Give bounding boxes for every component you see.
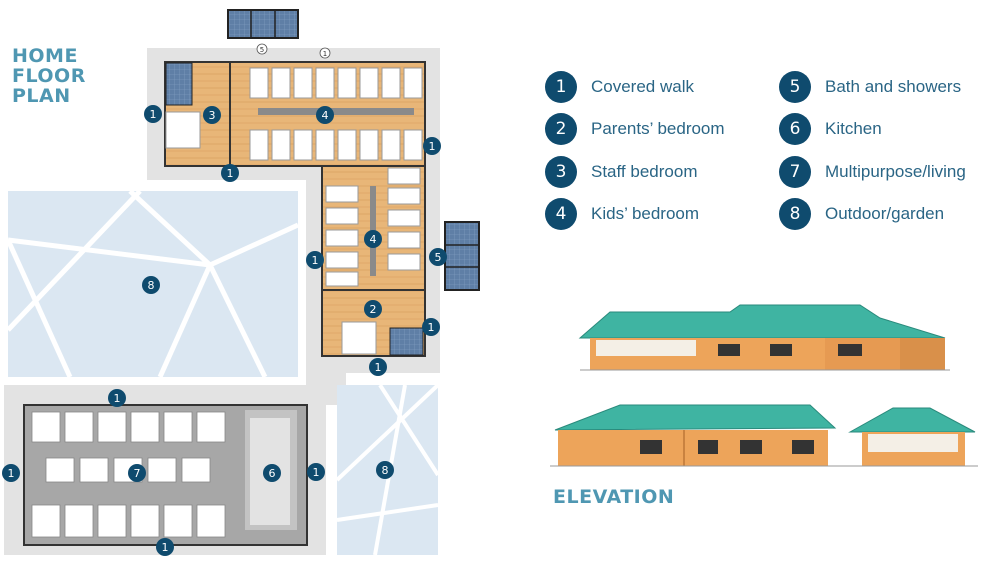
marker-garden-left: 8 (142, 276, 160, 294)
svg-text:1: 1 (227, 167, 234, 180)
legend-number: 7 (779, 156, 811, 188)
marker-walk-left: 1 (144, 105, 162, 123)
title-line-plan: PLAN (12, 85, 71, 107)
marker-kitchen: 6 (263, 464, 281, 482)
legend-label: Outdoor/garden (825, 204, 945, 223)
svg-text:1: 1 (313, 466, 320, 479)
svg-text:1: 1 (323, 50, 327, 58)
legend-item-kids-bedroom: 4 Kids’ bedroom (545, 198, 699, 230)
elevation-top (578, 304, 950, 371)
marker-bath: 5 (429, 248, 447, 266)
legend-label: Kitchen (825, 119, 882, 138)
beds (165, 67, 423, 355)
marker-staff-bedroom: 3 (203, 106, 221, 124)
kids-wardrobe-row (258, 108, 414, 115)
legend-item-covered-walk: 1 Covered walk (545, 71, 694, 103)
svg-text:3: 3 (209, 109, 216, 122)
svg-text:8: 8 (148, 279, 155, 292)
legend-number: 3 (545, 156, 577, 188)
legend-item-kitchen: 6 Kitchen (779, 113, 882, 145)
garden-left (5, 189, 300, 379)
legend-number: 6 (779, 113, 811, 145)
svg-text:1: 1 (429, 140, 436, 153)
bathrooms (165, 9, 480, 356)
svg-text:2: 2 (370, 303, 377, 316)
marker-kids-bedroom-bottom: 4 (364, 230, 382, 248)
marker-parents-bedroom: 2 (364, 300, 382, 318)
legend-number: 4 (545, 198, 577, 230)
title-line-home: HOME (12, 45, 78, 67)
marker-walk-mid-left: 1 (306, 251, 324, 269)
legend-item-parents-bedroom: 2 Parents’ bedroom (545, 113, 725, 145)
marker-walk-mid-right: 1 (422, 318, 440, 336)
title-line-floor: FLOOR (12, 65, 86, 87)
legend-label: Staff bedroom (591, 162, 698, 181)
svg-text:4: 4 (370, 233, 377, 246)
multipurpose-hall (23, 404, 308, 546)
svg-text:5: 5 (435, 251, 442, 264)
legend-label: Parents’ bedroom (591, 119, 725, 138)
marker-walk-bottom: 1 (369, 358, 387, 376)
marker-hall-top: 1 (108, 389, 126, 407)
svg-text:8: 8 (382, 464, 389, 477)
svg-text:1: 1 (375, 361, 382, 374)
svg-text:7: 7 (134, 467, 141, 480)
marker-small-1: 1 (319, 47, 331, 59)
legend-number: 5 (779, 71, 811, 103)
marker-hall-right: 1 (307, 463, 325, 481)
floor-plan-title: HOME FLOOR PLAN (12, 46, 86, 106)
legend-number: 1 (545, 71, 577, 103)
marker-kids-bedroom-top: 4 (316, 106, 334, 124)
marker-multipurpose: 7 (128, 464, 146, 482)
legend-label: Covered walk (591, 77, 694, 96)
legend-item-staff-bedroom: 3 Staff bedroom (545, 156, 697, 188)
svg-text:4: 4 (322, 109, 329, 122)
svg-text:1: 1 (428, 321, 435, 334)
svg-text:1: 1 (162, 541, 169, 554)
legend-number: 8 (779, 198, 811, 230)
marker-small-5: 5 (256, 43, 268, 55)
svg-text:1: 1 (8, 467, 15, 480)
legend-label: Bath and showers (825, 77, 962, 96)
svg-text:1: 1 (114, 392, 121, 405)
elevation-title: ELEVATION (553, 486, 675, 508)
legend-label: Multipurpose/living (825, 162, 966, 181)
svg-text:6: 6 (269, 467, 276, 480)
legend-item-outdoor-garden: 8 Outdoor/garden (779, 198, 944, 230)
marker-hall-left: 1 (2, 464, 20, 482)
marker-walk-top-right: 1 (423, 137, 441, 155)
svg-text:1: 1 (150, 108, 157, 121)
elevation-bottom (550, 404, 978, 467)
marker-garden-right: 8 (376, 461, 394, 479)
legend-number: 2 (545, 113, 577, 145)
legend-item-bath-showers: 5 Bath and showers (779, 71, 961, 103)
marker-hall-bottom: 1 (156, 538, 174, 556)
svg-text:1: 1 (312, 254, 319, 267)
legend-label: Kids’ bedroom (591, 204, 700, 223)
svg-text:5: 5 (260, 46, 264, 54)
marker-walk-center: 1 (221, 164, 239, 182)
plan-markers: 1 1 1 1 1 1 1 1 1 1 2 3 4 4 5 6 7 8 8 5 … (2, 43, 447, 556)
legend-item-multipurpose: 7 Multipurpose/living (779, 156, 966, 188)
